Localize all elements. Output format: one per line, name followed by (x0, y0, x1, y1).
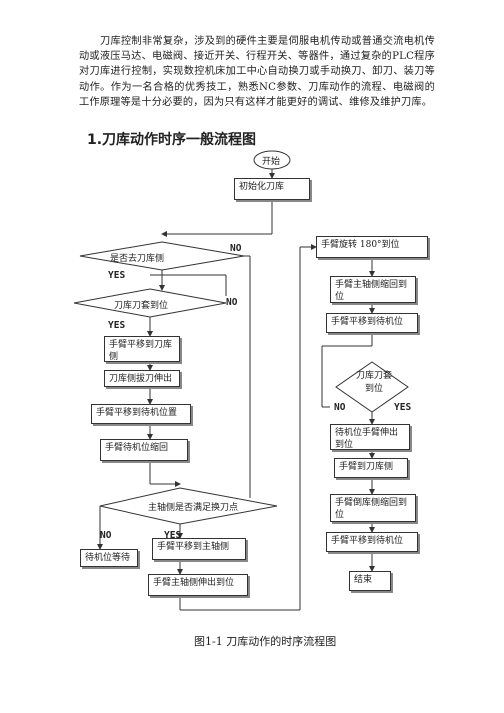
yes-label: YES (108, 270, 126, 281)
step-move-to-wait-2: 手臂平移到待机位 (326, 313, 418, 333)
step-move-to-spindle: 手臂平移到主轴侧 (152, 538, 246, 560)
step-move-to-magazine: 手臂平移到刀库侧 (104, 336, 180, 362)
step-extend-spindle: 手臂主轴侧伸出到位 (148, 574, 248, 596)
decision-pot-in-place: 刀库刀套到位 (114, 301, 169, 311)
step-retract-wait: 手臂待机位缩回 (100, 439, 188, 461)
no-label: NO (334, 402, 346, 413)
step-to-magazine: 手臂到刀库侧 (334, 458, 408, 478)
no-label: NO (226, 297, 238, 308)
end-box: 结束 (349, 571, 391, 591)
decision-go-magazine: 是否去刀库侧 (110, 254, 165, 264)
step-extend-wait: 待机位手臂伸出到位 (330, 424, 410, 450)
step-pull-out: 刀库侧拔刀伸出 (104, 370, 180, 387)
yes-label: YES (108, 320, 126, 331)
decision-spindle-ready: 主轴侧是否满足换刀点 (148, 503, 239, 513)
step-wait: 待机位等待 (80, 549, 138, 567)
section-heading: 1.刀库动作时序一般流程图 (87, 132, 257, 148)
step-retract-spindle: 手臂主轴侧缩回到位 (330, 276, 416, 303)
figure-caption: 图1-1 刀库动作的时序流程图 (194, 635, 337, 648)
start-label: 开始 (262, 157, 281, 167)
yes-label: YES (164, 530, 182, 541)
no-label: NO (100, 530, 112, 541)
decision-pot-in-place-2: 刀库刀套到位 (355, 371, 392, 394)
yes-label: YES (394, 402, 412, 413)
step-retract-magazine: 手臂倒库侧缩回到位 (330, 494, 416, 522)
no-label: NO (230, 243, 242, 254)
step-move-to-wait: 手臂平移到待机位置 (91, 404, 191, 424)
step-rotate: 手臂旋转 180°到位 (316, 236, 428, 258)
step-move-to-wait-3: 手臂平移到待机位 (326, 532, 418, 552)
init-box: 初始化刀库 (234, 178, 310, 200)
intro-paragraph: 刀库控制非常复杂，涉及到的硬件主要是伺服电机传动或普通交流电机传动或液压马达、电… (79, 36, 435, 108)
